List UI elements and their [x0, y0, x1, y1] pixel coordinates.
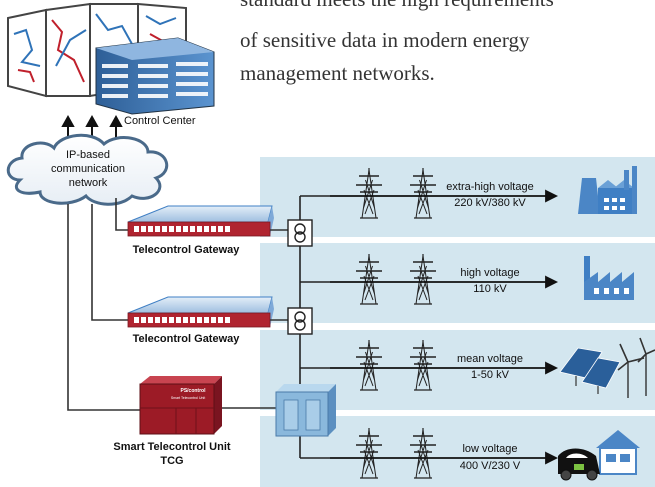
- tcg-label-line-2: TCG: [160, 455, 183, 467]
- voltage-range-low: 400 V/230 V: [460, 460, 521, 472]
- voltage-name-high: high voltage: [460, 267, 519, 279]
- house-and-electric-car-icon: [558, 430, 640, 481]
- voltage-name-low: low voltage: [462, 443, 517, 455]
- tcg-device-brand: PS/control: [180, 388, 206, 394]
- telecontrol-gateway-2: [127, 296, 274, 328]
- cloud-label-line-2: communication: [51, 163, 125, 175]
- gateway-1-label: Telecontrol Gateway: [133, 244, 241, 256]
- voltage-range-mean: 1-50 kV: [471, 369, 510, 381]
- solar-and-wind-icon: [559, 337, 655, 398]
- factory-icon: [584, 256, 634, 300]
- cloud-label-line-1: IP-based: [66, 149, 110, 161]
- body-text-line-2: of sensitive data in modern energy: [240, 28, 530, 52]
- device-grid-links: [222, 229, 288, 409]
- voltage-name-mean: mean voltage: [457, 353, 523, 365]
- power-line-arrows: [330, 189, 559, 465]
- transformer-icon: [287, 307, 313, 335]
- power-plant-icon: [578, 166, 637, 214]
- body-text-line-1: standard meets the high requirements: [240, 0, 554, 11]
- body-text-line-3: management networks.: [240, 61, 435, 85]
- cloud-icon: [6, 133, 169, 206]
- gateway-2-label: Telecontrol Gateway: [133, 333, 241, 345]
- network-links: [67, 198, 140, 411]
- control-center-label: Control Center: [124, 115, 196, 127]
- smart-telecontrol-unit-device: [139, 376, 222, 435]
- telecontrol-gateway-1: [127, 205, 274, 237]
- voltage-range-extra-high: 220 kV/380 kV: [454, 197, 526, 209]
- tcg-device-subtitle: Smart Telecontrol Unit: [171, 396, 205, 400]
- control-center-icon: [7, 2, 215, 115]
- substation-cabinet-icon: [275, 384, 336, 437]
- cloud-label-line-3: network: [69, 177, 108, 189]
- transformer-icon: [287, 219, 313, 247]
- tcg-label-line-1: Smart Telecontrol Unit: [113, 441, 230, 453]
- voltage-name-extra-high: extra-high voltage: [446, 181, 533, 193]
- voltage-range-high: 110 kV: [473, 283, 507, 295]
